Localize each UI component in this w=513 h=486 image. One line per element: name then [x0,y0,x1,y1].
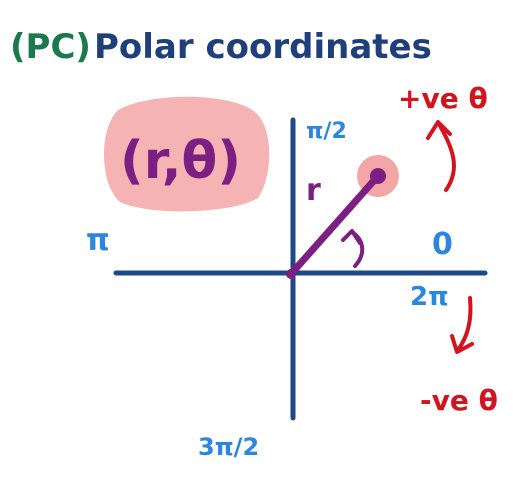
point-label: (r,θ) [120,131,241,191]
radius-label: r [306,173,321,208]
positive-direction-label: +ve θ [398,82,488,115]
label-pi: π [86,223,110,258]
title-tag: (PC) [10,27,91,67]
negative-direction-label: -ve θ [420,384,498,417]
label-three-pi-over-2: 3π/2 [198,433,259,461]
label-two-pi: 2π [410,282,449,312]
negative-direction-label-text: -ve θ [420,384,498,417]
radius-vector [287,172,382,278]
curved-arrow-up-icon [426,120,456,192]
angle-arc-icon [341,229,365,268]
label-zero: 0 [432,227,453,262]
page-title: Polar coordinates [94,27,432,67]
curved-arrow-down-icon [450,296,474,354]
label-pi-over-2: π/2 [306,119,347,144]
origin-dot [286,269,296,279]
highlight-blob [103,96,270,212]
point-marker [370,168,386,184]
